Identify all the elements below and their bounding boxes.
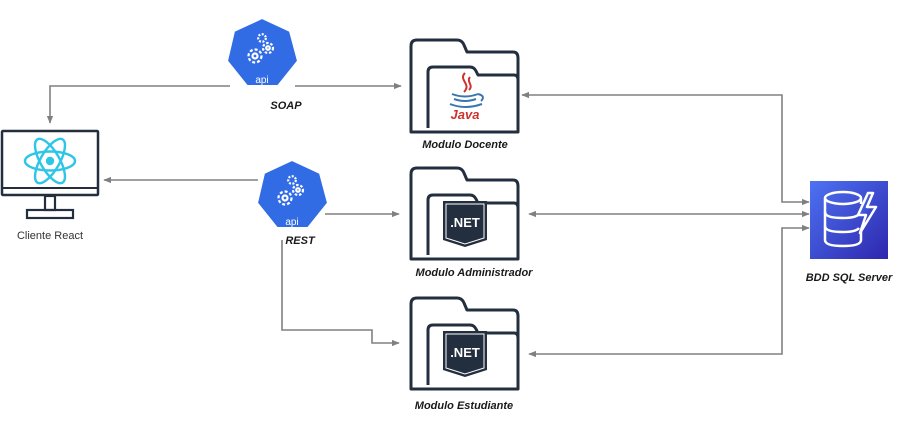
- database-label: BDD SQL Server: [806, 272, 893, 284]
- edge-db-estudiante: [528, 224, 810, 358]
- node-modulo-docente: Java Modulo Docente: [409, 38, 520, 151]
- dotnet-folder-icon: .NET: [409, 166, 520, 261]
- dotnet-logo-icon: .NET: [443, 331, 487, 377]
- docente-label: Modulo Docente: [422, 139, 508, 151]
- node-modulo-administrador: .NET Modulo Administrador: [409, 166, 534, 279]
- edge-rest-to-estudiante: [281, 240, 400, 347]
- node-modulo-estudiante: .NET Modulo Estudiante: [409, 296, 520, 412]
- client-label: Cliente React: [17, 230, 83, 242]
- node-client: Cliente React: [0, 129, 100, 242]
- java-folder-icon: Java: [409, 38, 520, 134]
- kubernetes-api-icon: api: [255, 158, 330, 229]
- node-rest-api: api REST: [255, 158, 330, 247]
- kubernetes-api-icon: api: [225, 16, 300, 87]
- java-logo-icon: Java: [449, 72, 484, 122]
- java-logo-text: Java: [451, 107, 480, 122]
- dynamodb-database-icon: [810, 181, 888, 259]
- dotnet-folder-icon: .NET: [409, 296, 520, 391]
- gears-icon: [277, 175, 305, 206]
- dotnet-logo-icon: .NET: [443, 201, 487, 247]
- gears-icon: [247, 33, 275, 64]
- node-soap-api: api SOAP: [225, 16, 302, 112]
- administrador-label: Modulo Administrador: [416, 267, 534, 279]
- connectors: [46, 82, 810, 358]
- node-database: BDD SQL Server: [806, 181, 893, 284]
- edge-db-docente: [521, 91, 810, 206]
- dotnet-logo-text: .NET: [450, 345, 480, 360]
- dotnet-logo-text: .NET: [450, 215, 480, 230]
- rest-label: REST: [285, 235, 316, 247]
- edge-soap-to-client: [46, 85, 230, 124]
- estudiante-label: Modulo Estudiante: [415, 400, 513, 412]
- soap-label: SOAP: [270, 100, 302, 112]
- react-monitor-icon: [0, 129, 100, 220]
- soap-api-badge: api: [255, 75, 268, 86]
- rest-api-badge: api: [285, 217, 298, 228]
- react-logo-icon: [23, 137, 77, 185]
